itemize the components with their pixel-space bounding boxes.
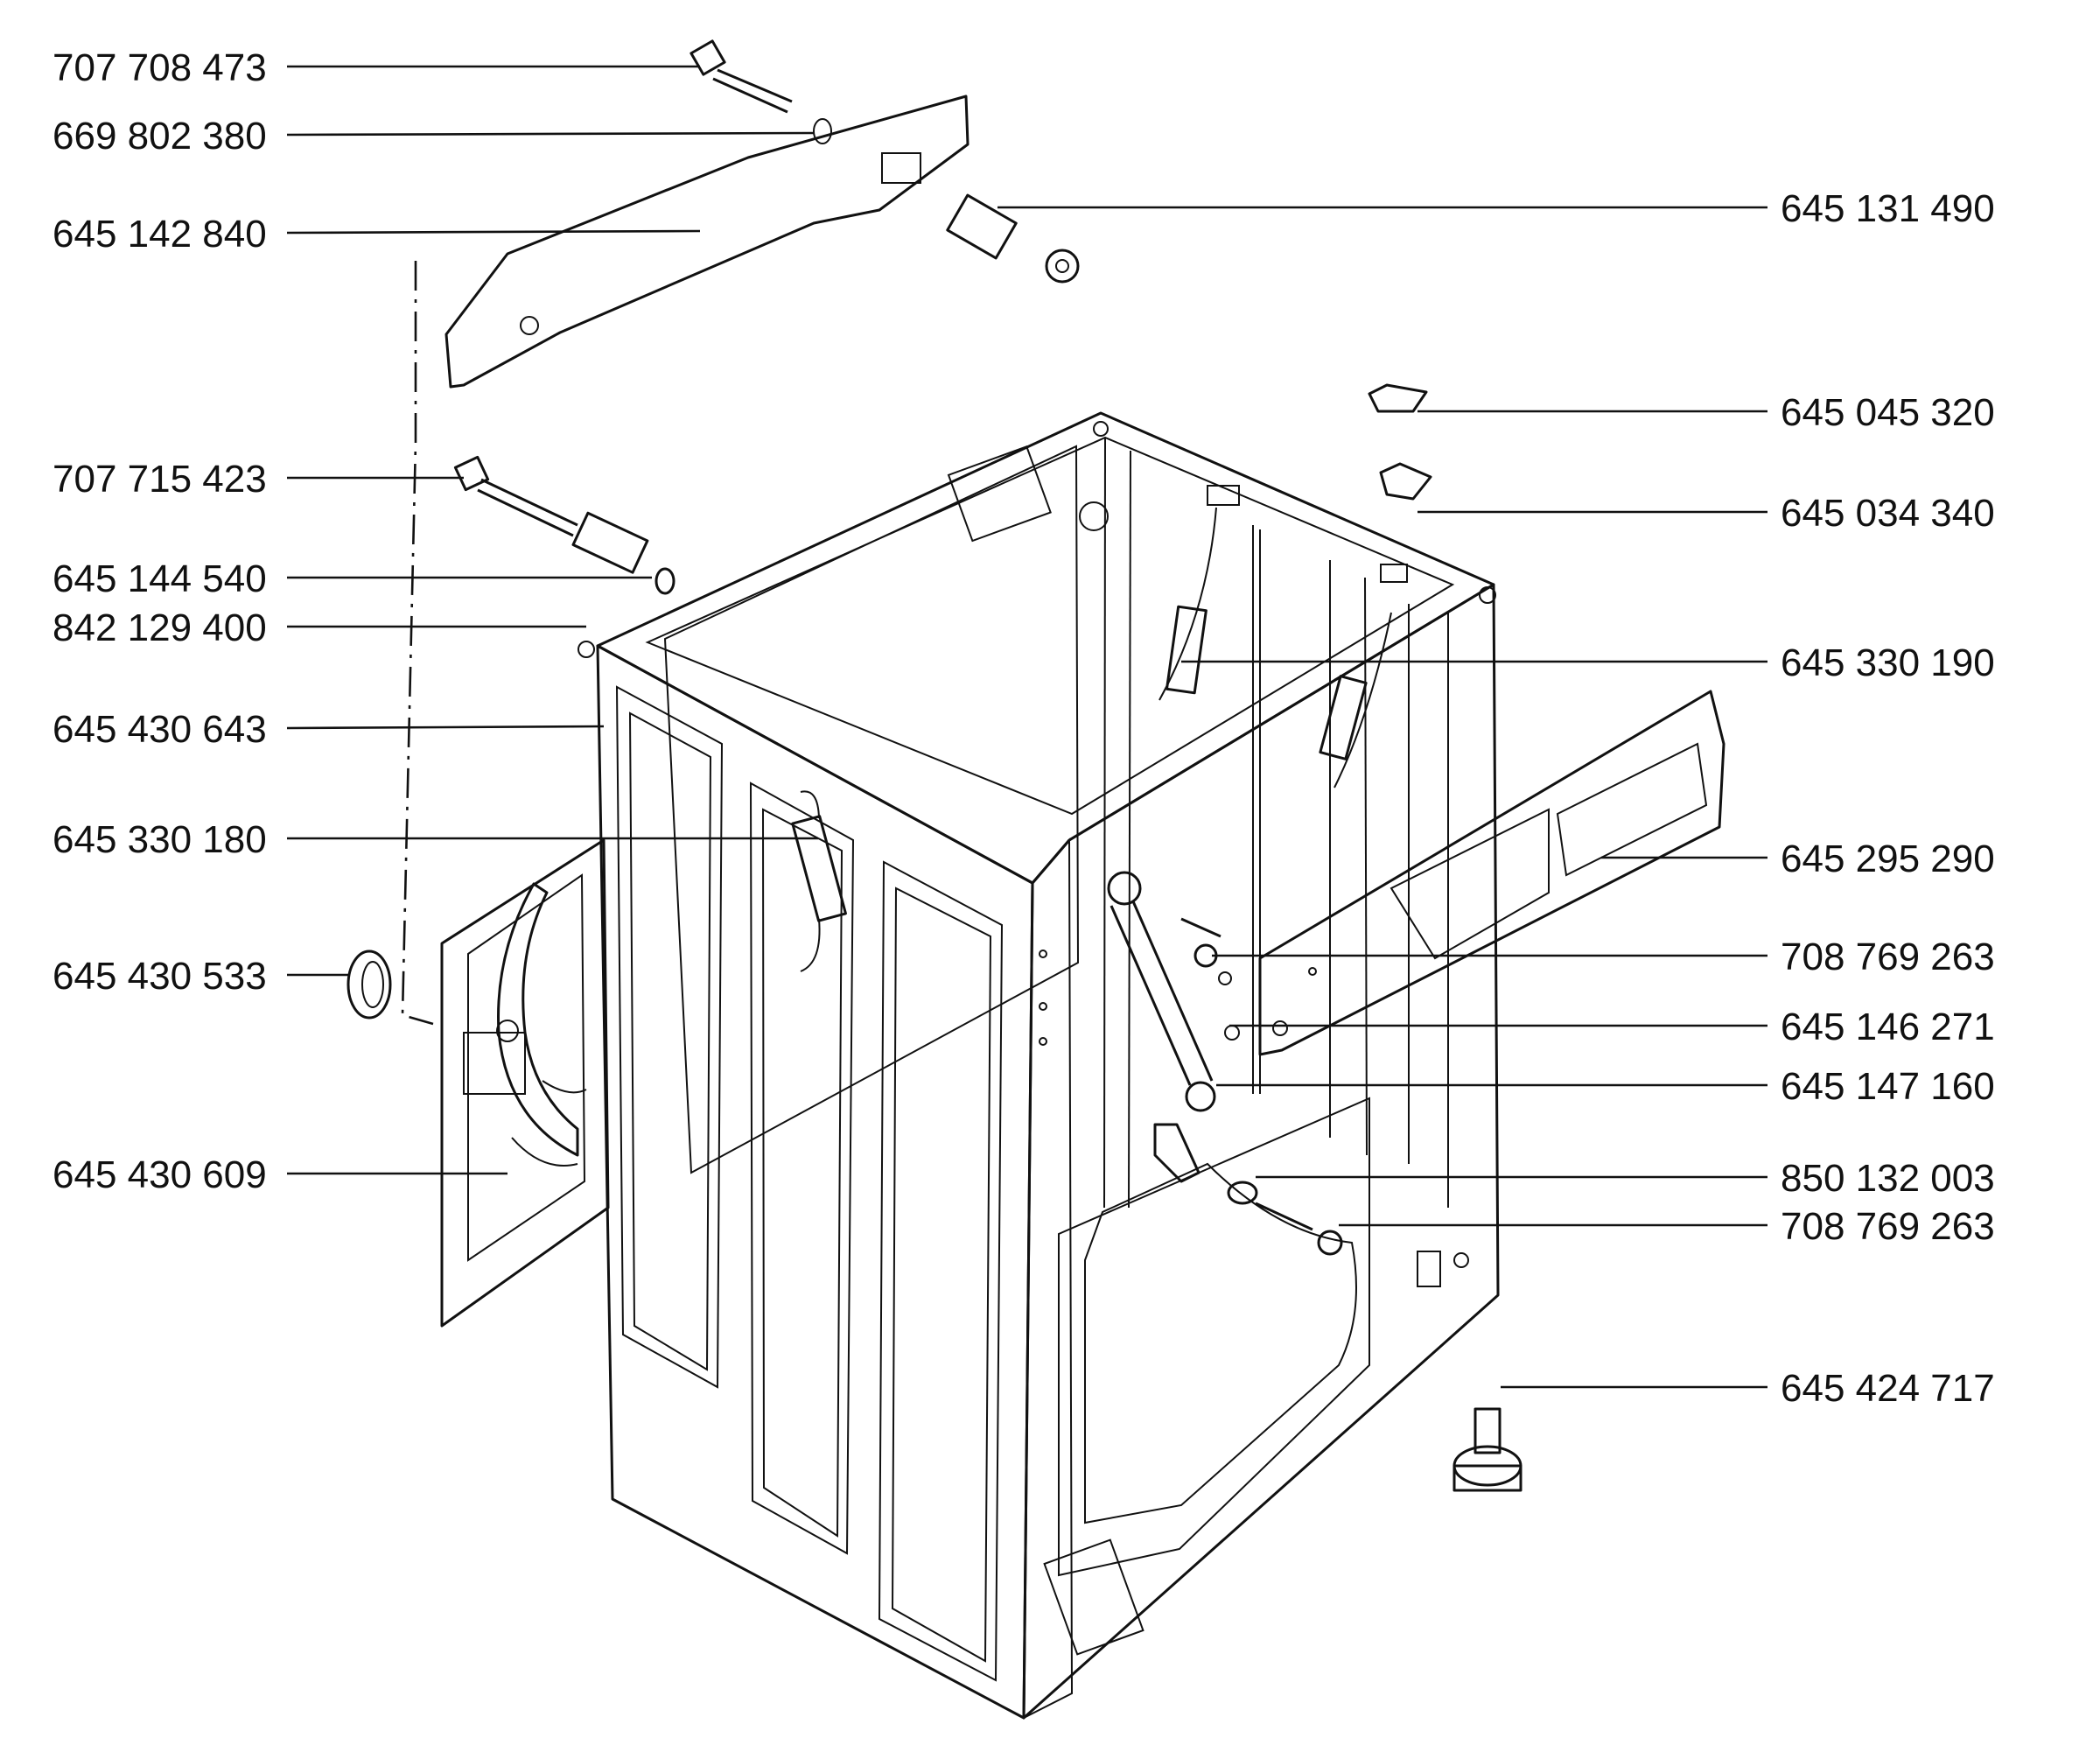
part-label: 645 430 609: [52, 1153, 267, 1196]
part-label: 707 708 473: [52, 46, 267, 89]
part-label: 645 131 490: [1781, 187, 1995, 230]
part-labels-right: 645 131 490 645 045 320 645 034 340 645 …: [1781, 187, 1995, 1410]
part-label: 645 430 533: [52, 955, 267, 998]
springs: [791, 605, 1368, 972]
part-label: 645 430 643: [52, 708, 267, 751]
top-bolt: [690, 39, 832, 144]
part-label: 645 295 290: [1781, 837, 1995, 880]
left-bolt-assembly: [453, 455, 676, 595]
bushing: [946, 193, 1080, 284]
cabinet-frame: [578, 411, 1500, 1720]
part-labels-left: 707 708 473 669 802 380 645 142 840 707 …: [52, 46, 267, 1196]
top-cross-bar: [444, 95, 970, 389]
part-label: 708 769 263: [1781, 936, 1995, 978]
part-label: 645 330 190: [1781, 641, 1995, 684]
part-label: 842 129 400: [52, 606, 267, 649]
part-label: 645 144 540: [52, 557, 267, 600]
part-label: 645 045 320: [1781, 391, 1995, 434]
part-label: 707 715 423: [52, 458, 267, 501]
leader-lines: [286, 65, 1768, 1389]
part-label: 708 769 263: [1781, 1205, 1995, 1248]
part-label: 669 802 380: [52, 115, 267, 158]
clips: [1368, 383, 1432, 501]
part-label: 645 034 340: [1781, 492, 1995, 535]
phantom-line: [401, 261, 434, 1026]
foot: [1452, 1407, 1522, 1492]
shock-absorber: [1107, 871, 1216, 1183]
part-label: 645 424 717: [1781, 1367, 1995, 1410]
rear-panel: [346, 838, 610, 1328]
part-label: 850 132 003: [1781, 1157, 1995, 1200]
part-label: 645 146 271: [1781, 1006, 1995, 1048]
pins: [1180, 917, 1343, 1256]
right-side-panel: [1258, 690, 1726, 1056]
part-label: 645 142 840: [52, 213, 267, 256]
part-label: 645 147 160: [1781, 1065, 1995, 1108]
part-label: 645 330 180: [52, 818, 267, 861]
